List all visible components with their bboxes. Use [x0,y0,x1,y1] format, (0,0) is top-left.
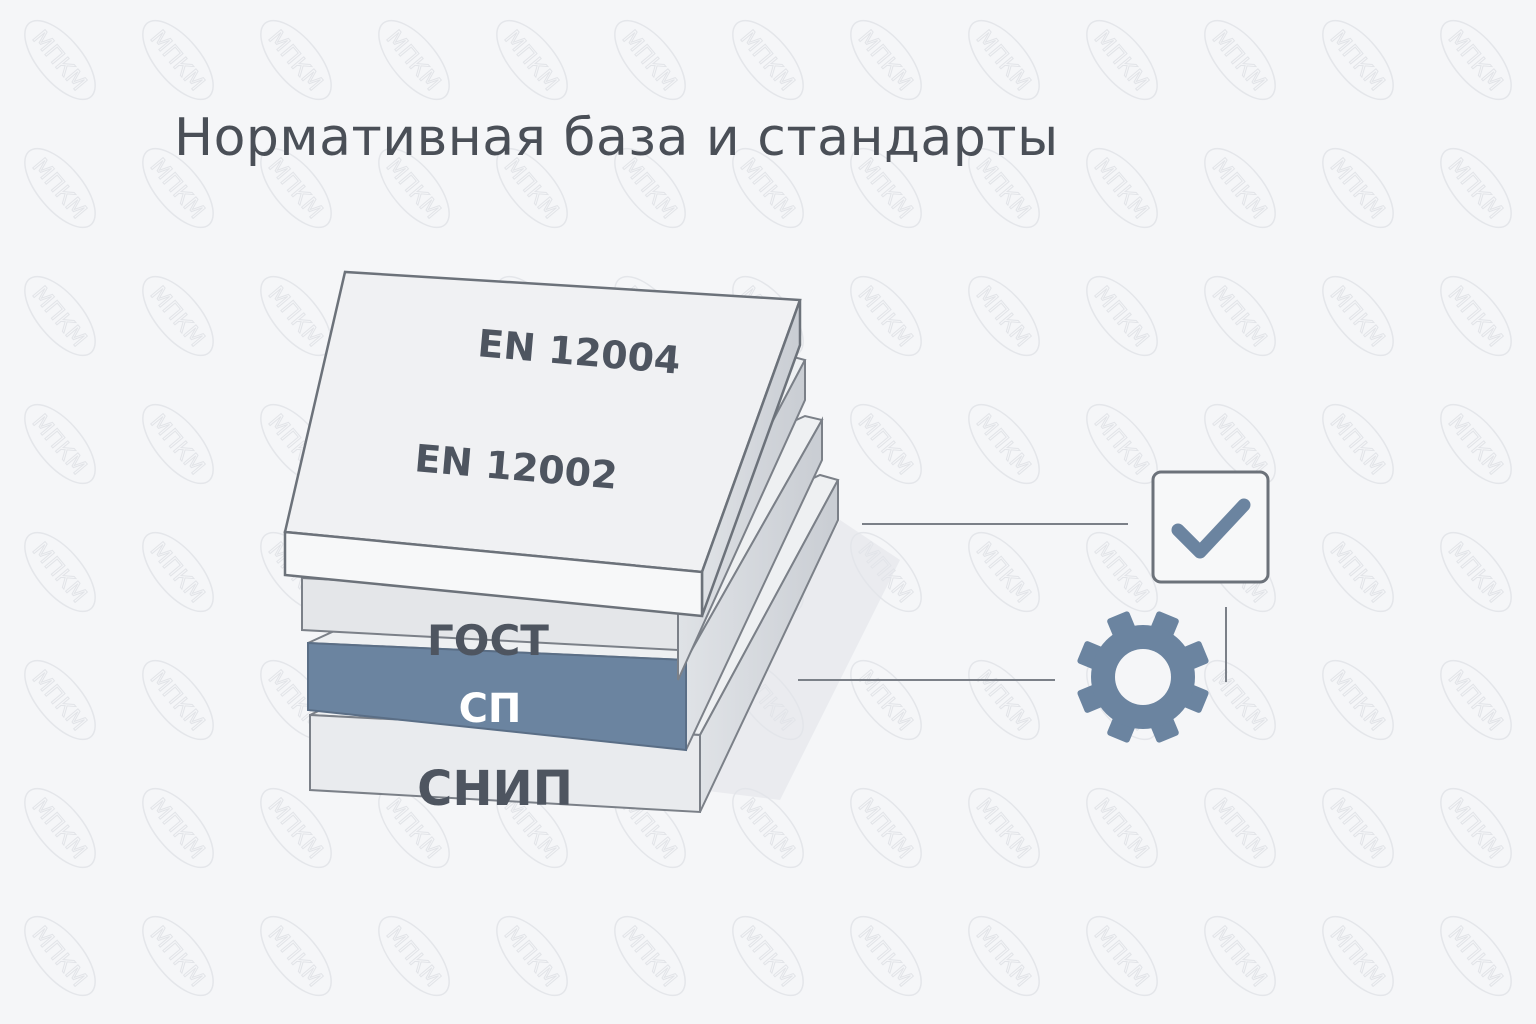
gear-icon [1077,611,1209,743]
page-title: Нормативная база и стандарты [174,108,1059,168]
layer-label-gost: ГОСТ [427,616,549,665]
top-book: EN 12004 EN 12002 [283,270,802,618]
check-box-icon [1151,470,1270,584]
layer-label-sp: СП [459,686,522,732]
layer-label-snip: СНИП [417,761,573,817]
